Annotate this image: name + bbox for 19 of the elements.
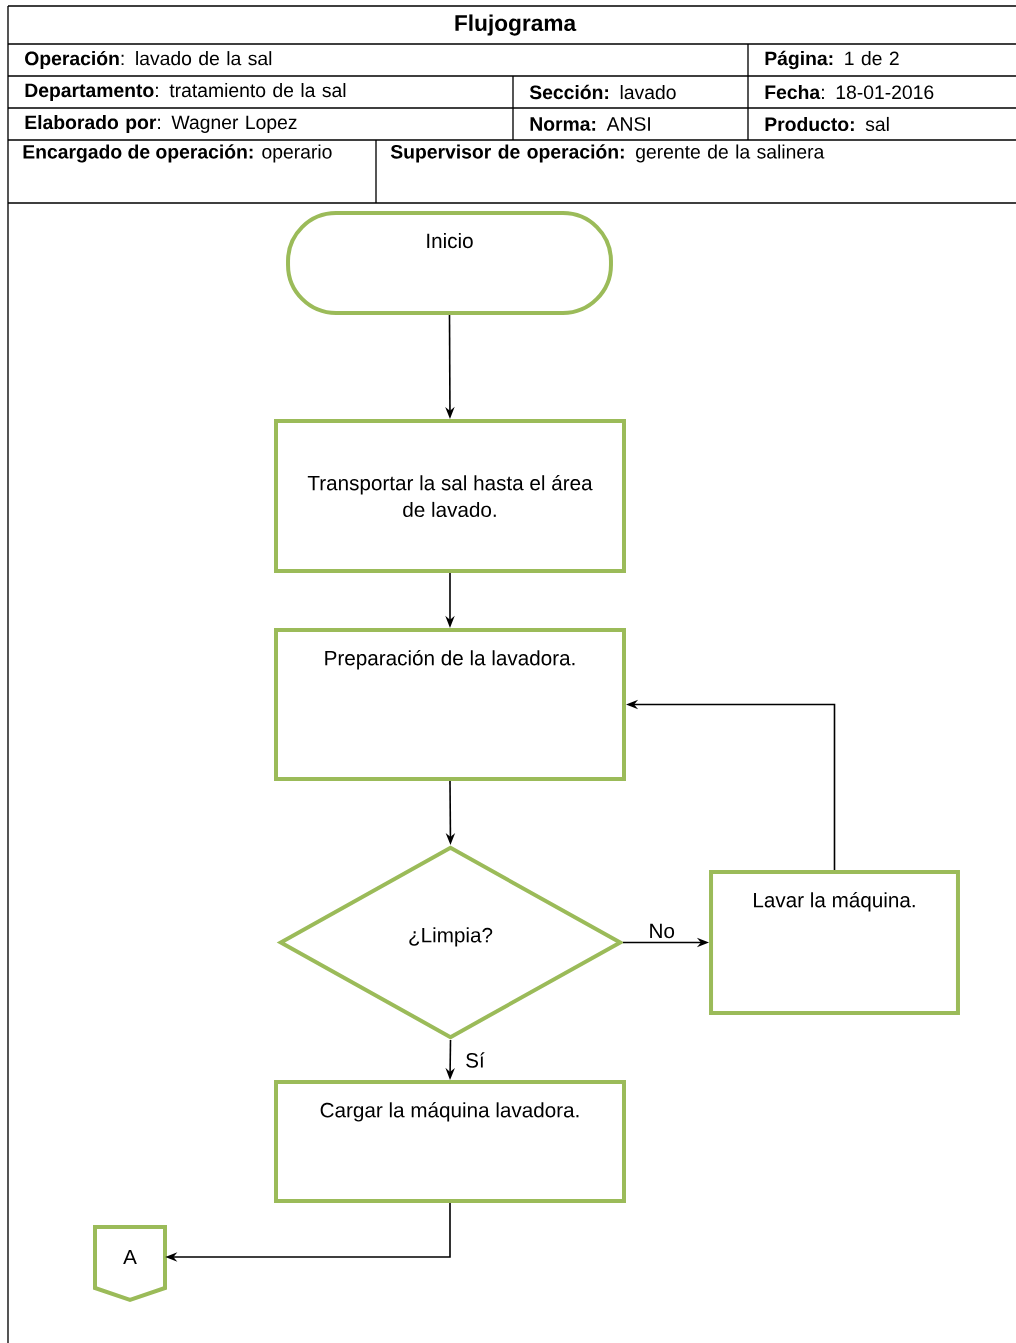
process-box: Transportar la sal hasta el área de lavado.: [274, 419, 626, 573]
process-box: Preparación de la lavadora.: [274, 628, 626, 782]
process-box: Cargar la máquina lavadora.: [274, 1080, 626, 1203]
edge-label: No: [647, 922, 677, 940]
table-cell: Fecha: 18-01-2016: [765, 84, 934, 100]
table-cell: Producto: sal: [765, 116, 889, 132]
process-box: Lavar la máquina.: [709, 870, 960, 1016]
table-cell: Encargado de operación: operario: [23, 144, 332, 163]
edge-label: Sí: [463, 1050, 487, 1070]
title: Flujograma: [455, 14, 577, 36]
table-cell: Norma: ANSI: [530, 117, 650, 131]
table-cell: Elaborado por: Wagner Lopez: [25, 115, 297, 133]
table-cell: Sección: lavado: [529, 84, 676, 100]
table-cell: Página: 1 de 2: [765, 50, 899, 70]
off-page-connector: A: [93, 1225, 167, 1303]
table-cell: Operación: lavado de la sal: [25, 50, 272, 70]
table-cell: Supervisor de operación: gerente de la salinera: [390, 144, 825, 163]
table-cell: Departamento: tratamiento de la sal: [25, 83, 346, 101]
start-terminal: Inicio: [286, 211, 613, 315]
